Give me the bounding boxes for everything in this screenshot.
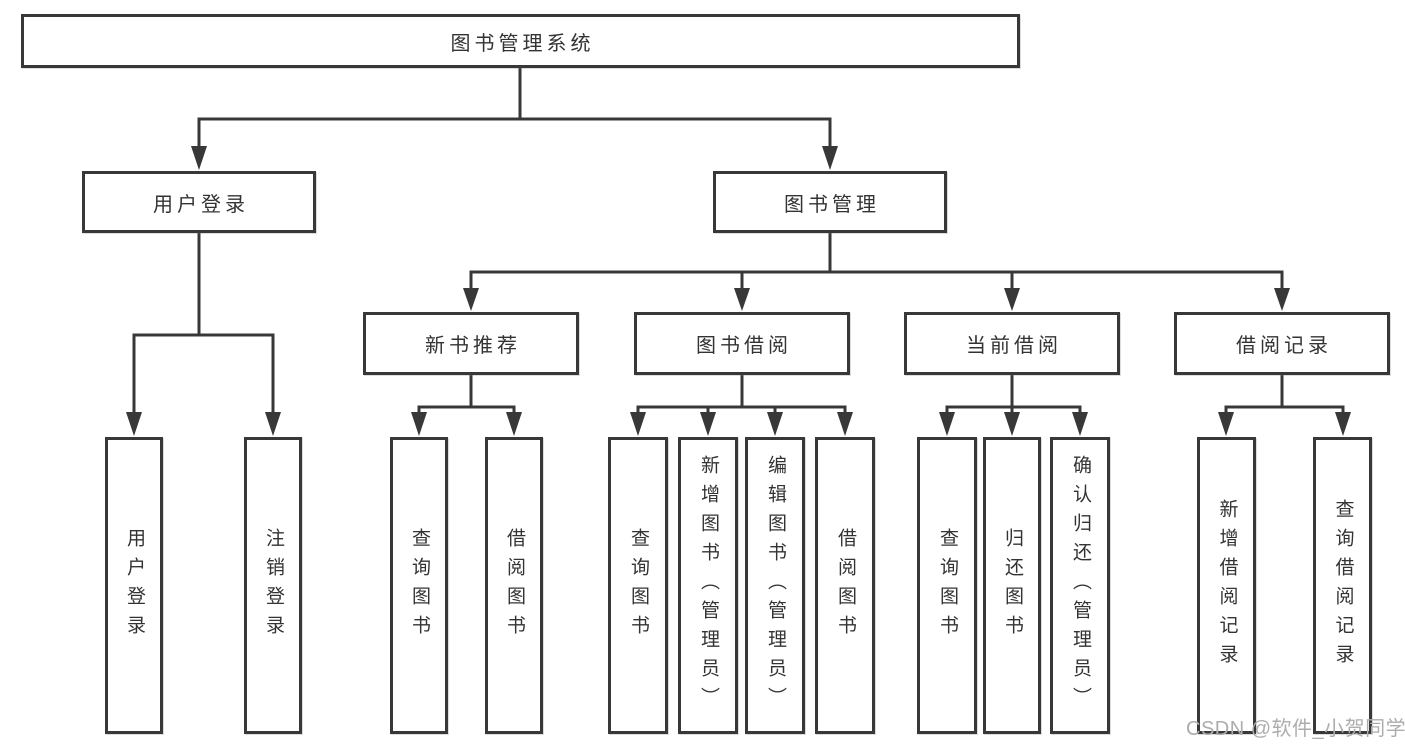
node-book-borrowing-label: 图书借阅 — [696, 335, 792, 357]
connector-book-borrowing-to-leaves — [630, 372, 853, 436]
connector-book-management-to-level3 — [463, 230, 1290, 311]
node-new-books: 新书推荐 — [363, 312, 579, 375]
connector-borrow-records-to-leaves — [1218, 372, 1351, 436]
leaf-current-return-label: 归还图书 — [1001, 527, 1023, 644]
leaf-borrowing-edit: 编辑图书（管理员） — [745, 437, 805, 734]
leaf-current-query: 查询图书 — [917, 437, 977, 734]
leaf-logout: 注销登录 — [244, 437, 302, 734]
leaf-user-login: 用户登录 — [105, 437, 163, 734]
csdn-watermark: CSDN @软件_小贺同学 — [1186, 718, 1405, 740]
leaf-newbooks-borrow: 借阅图书 — [485, 437, 543, 734]
leaf-records-add-label: 新增借阅记录 — [1216, 498, 1238, 673]
leaf-records-add: 新增借阅记录 — [1197, 437, 1256, 734]
leaf-borrowing-query-label: 查询图书 — [627, 527, 649, 644]
node-user-login-label: 用户登录 — [153, 193, 249, 216]
node-root: 图书管理系统 — [21, 14, 1020, 68]
node-borrow-records-label: 借阅记录 — [1236, 335, 1332, 357]
leaf-borrowing-add-label: 新增图书（管理员） — [697, 455, 719, 716]
leaf-records-query-label: 查询借阅记录 — [1332, 498, 1354, 673]
leaf-borrowing-borrow-label: 借阅图书 — [834, 527, 856, 644]
node-book-borrowing: 图书借阅 — [634, 312, 850, 375]
leaf-newbooks-query: 查询图书 — [390, 437, 448, 734]
leaf-logout-label: 注销登录 — [262, 527, 284, 644]
connector-new-books-to-leaves — [411, 372, 522, 436]
leaf-current-confirm-return: 确认归还（管理员） — [1050, 437, 1110, 734]
node-borrow-records: 借阅记录 — [1174, 312, 1390, 375]
leaf-borrowing-edit-label: 编辑图书（管理员） — [764, 455, 786, 716]
node-current-borrowing-label: 当前借阅 — [966, 335, 1062, 357]
leaf-newbooks-query-label: 查询图书 — [408, 527, 430, 644]
leaf-current-return: 归还图书 — [983, 437, 1041, 734]
leaf-borrowing-query: 查询图书 — [608, 437, 668, 734]
leaf-current-confirm-return-label: 确认归还（管理员） — [1069, 455, 1091, 716]
connector-user-login-to-leaves — [126, 230, 281, 436]
node-book-management: 图书管理 — [713, 171, 947, 233]
node-current-borrowing: 当前借阅 — [904, 312, 1120, 375]
leaf-current-query-label: 查询图书 — [936, 527, 958, 644]
connector-root-to-level2 — [191, 64, 838, 170]
connector-current-borrowing-to-leaves — [939, 372, 1088, 436]
leaf-newbooks-borrow-label: 借阅图书 — [503, 527, 525, 644]
leaf-borrowing-add: 新增图书（管理员） — [678, 437, 738, 734]
node-root-label: 图书管理系统 — [450, 32, 595, 55]
node-book-management-label: 图书管理 — [784, 193, 880, 216]
leaf-user-login-label: 用户登录 — [123, 527, 145, 644]
leaf-records-query: 查询借阅记录 — [1313, 437, 1372, 734]
node-new-books-label: 新书推荐 — [425, 335, 521, 357]
leaf-borrowing-borrow: 借阅图书 — [815, 437, 875, 734]
node-user-login: 用户登录 — [82, 171, 316, 233]
